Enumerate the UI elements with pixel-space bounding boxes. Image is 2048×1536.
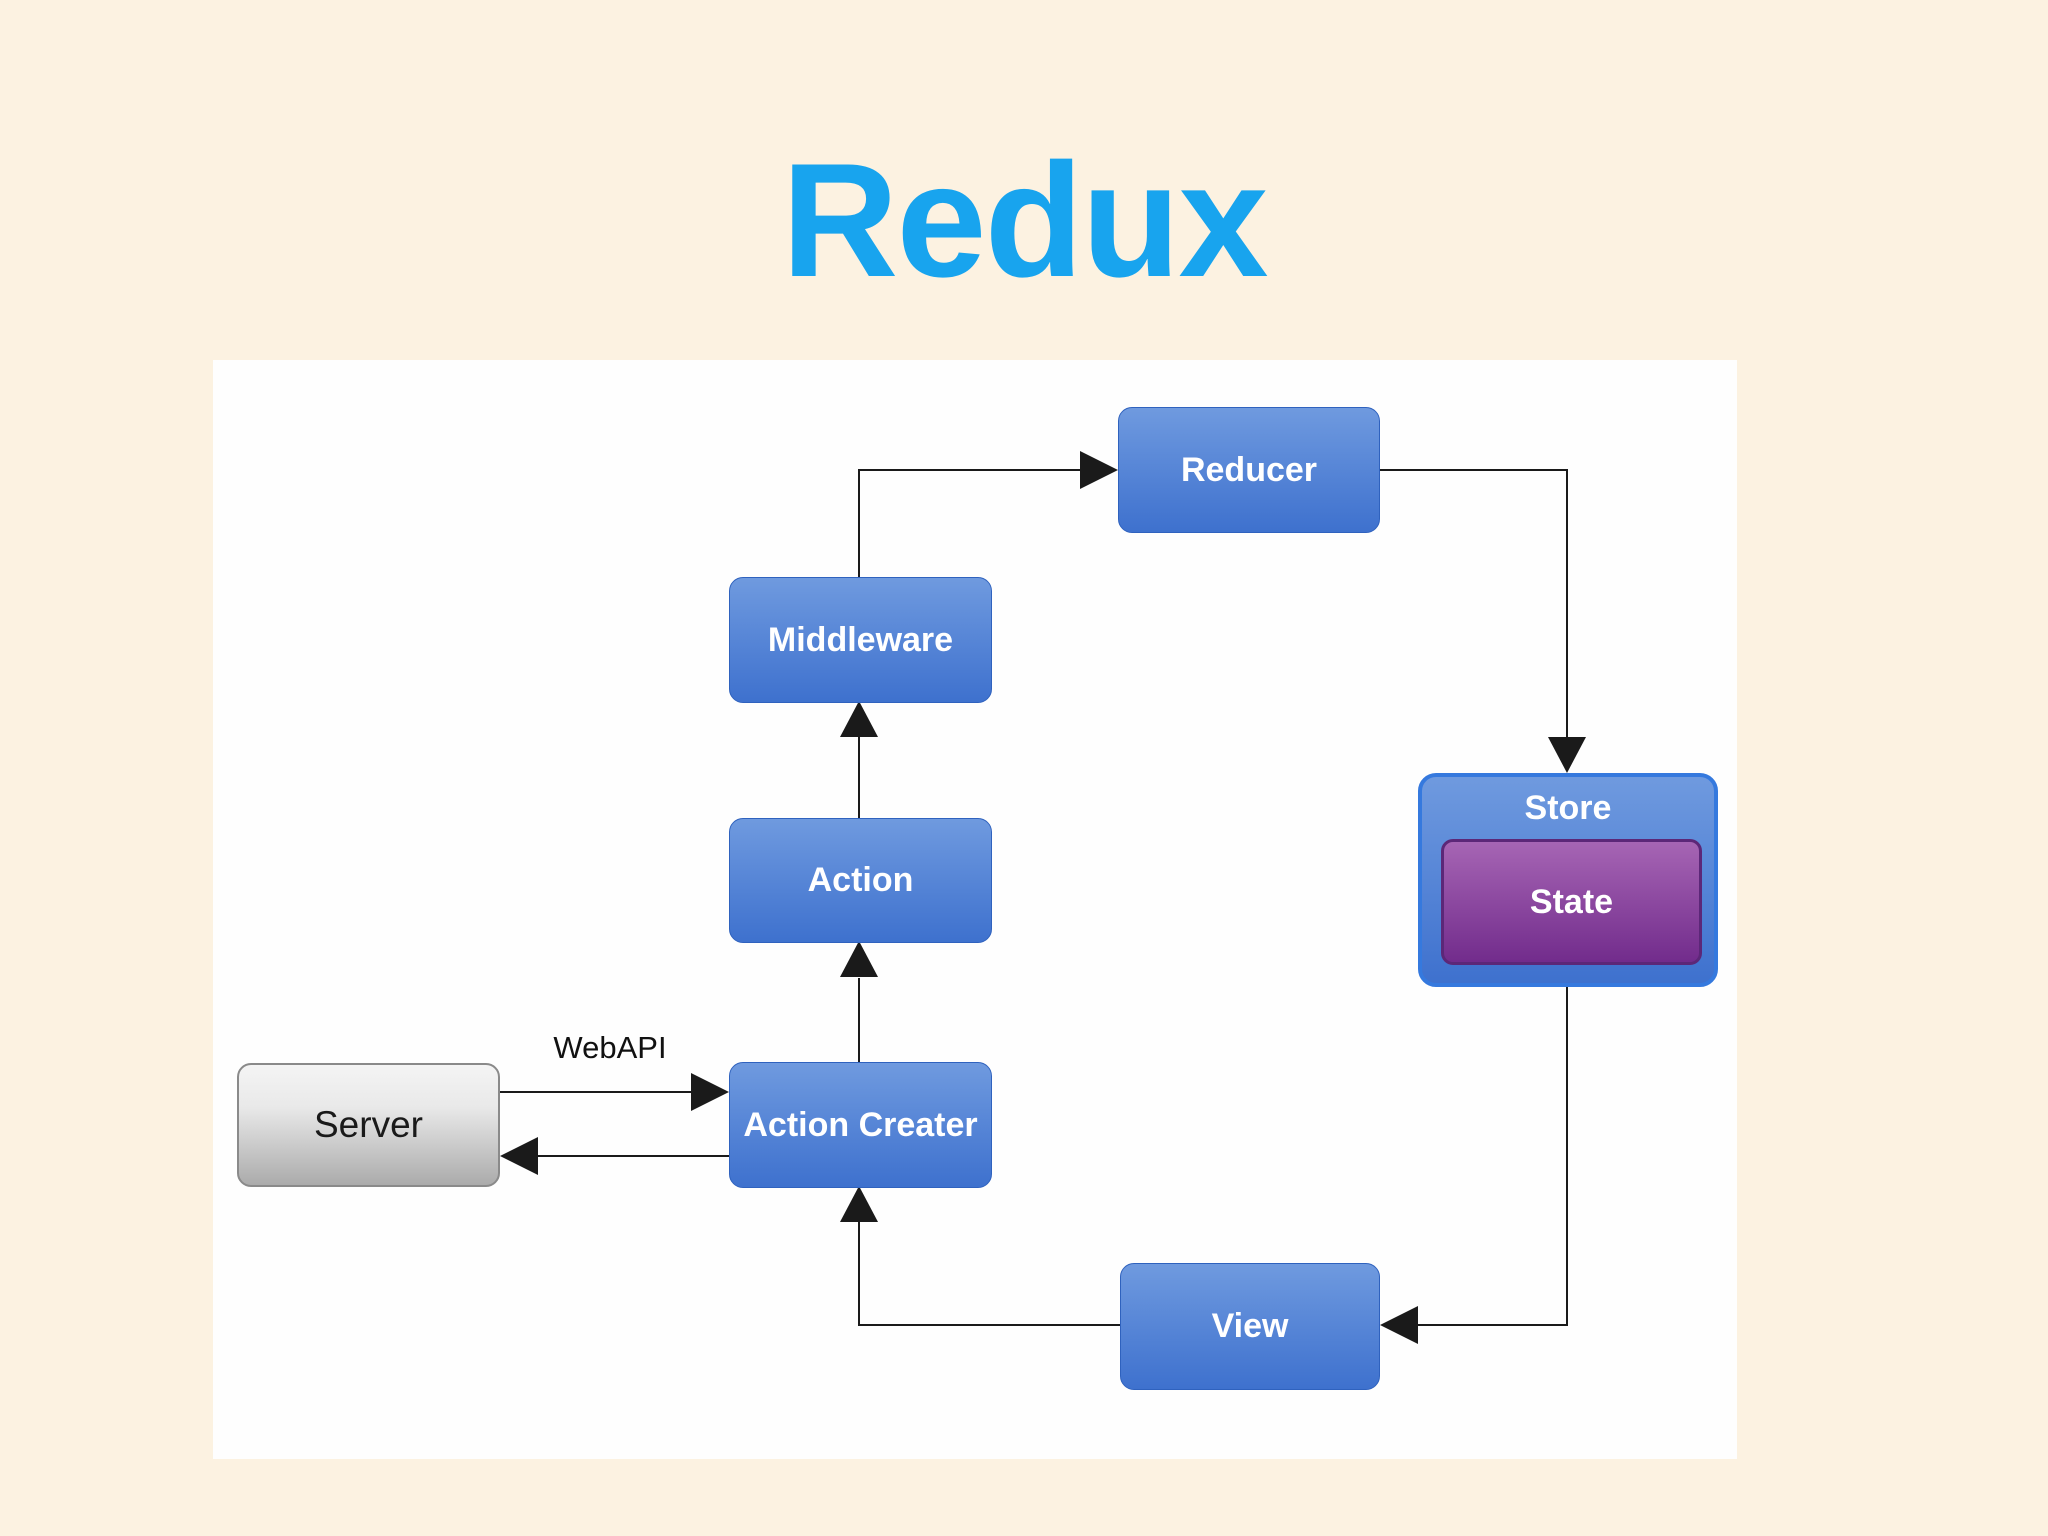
connector-store-to-view-vertical	[1566, 987, 1568, 1325]
connector-store-to-view-horizontal	[1418, 1324, 1568, 1326]
arrowhead-into-store-icon	[1548, 737, 1586, 773]
connector-action-creater-to-action	[858, 978, 860, 1062]
connector-action-to-middleware	[858, 736, 860, 818]
node-server-label: Server	[314, 1104, 423, 1145]
connector-action-creater-to-server	[536, 1155, 729, 1157]
node-action: Action	[729, 818, 992, 943]
connector-reducer-to-store-vertical	[1566, 469, 1568, 737]
node-state: State	[1441, 839, 1702, 965]
node-reducer: Reducer	[1118, 407, 1380, 533]
node-action-creater: Action Creater	[729, 1062, 992, 1188]
node-store-label: Store	[1524, 789, 1612, 827]
node-middleware: Middleware	[729, 577, 992, 703]
connector-view-to-action-creater-horizontal	[858, 1324, 1120, 1326]
arrowhead-into-action-creater-icon	[691, 1073, 729, 1111]
arrowhead-into-view-icon	[1380, 1306, 1418, 1344]
arrowhead-into-action-icon	[840, 941, 878, 977]
node-view: View	[1120, 1263, 1380, 1390]
node-middleware-label: Middleware	[767, 620, 954, 659]
node-store: Store State	[1418, 773, 1718, 987]
page-title: Redux	[781, 130, 1268, 311]
connector-reducer-to-store-horizontal	[1380, 469, 1568, 471]
connector-view-to-action-creater-vertical	[858, 1222, 860, 1326]
node-server: Server	[237, 1063, 500, 1187]
node-state-label: State	[1529, 882, 1614, 921]
connector-middleware-to-reducer-horizontal	[858, 469, 1080, 471]
arrowhead-into-action-creater-bottom-icon	[840, 1186, 878, 1222]
node-action-creater-label: Action Creater	[743, 1105, 978, 1144]
arrowhead-into-server-icon	[500, 1137, 538, 1175]
node-action-label: Action	[807, 861, 914, 899]
connector-middleware-to-reducer-vertical	[858, 470, 860, 578]
webapi-label: WebAPI	[553, 1030, 667, 1065]
arrowhead-into-reducer-icon	[1080, 451, 1118, 489]
node-view-label: View	[1211, 1307, 1289, 1345]
arrowhead-into-middleware-icon	[840, 701, 878, 737]
node-reducer-label: Reducer	[1180, 450, 1318, 489]
connector-server-to-action-creater	[500, 1091, 692, 1093]
